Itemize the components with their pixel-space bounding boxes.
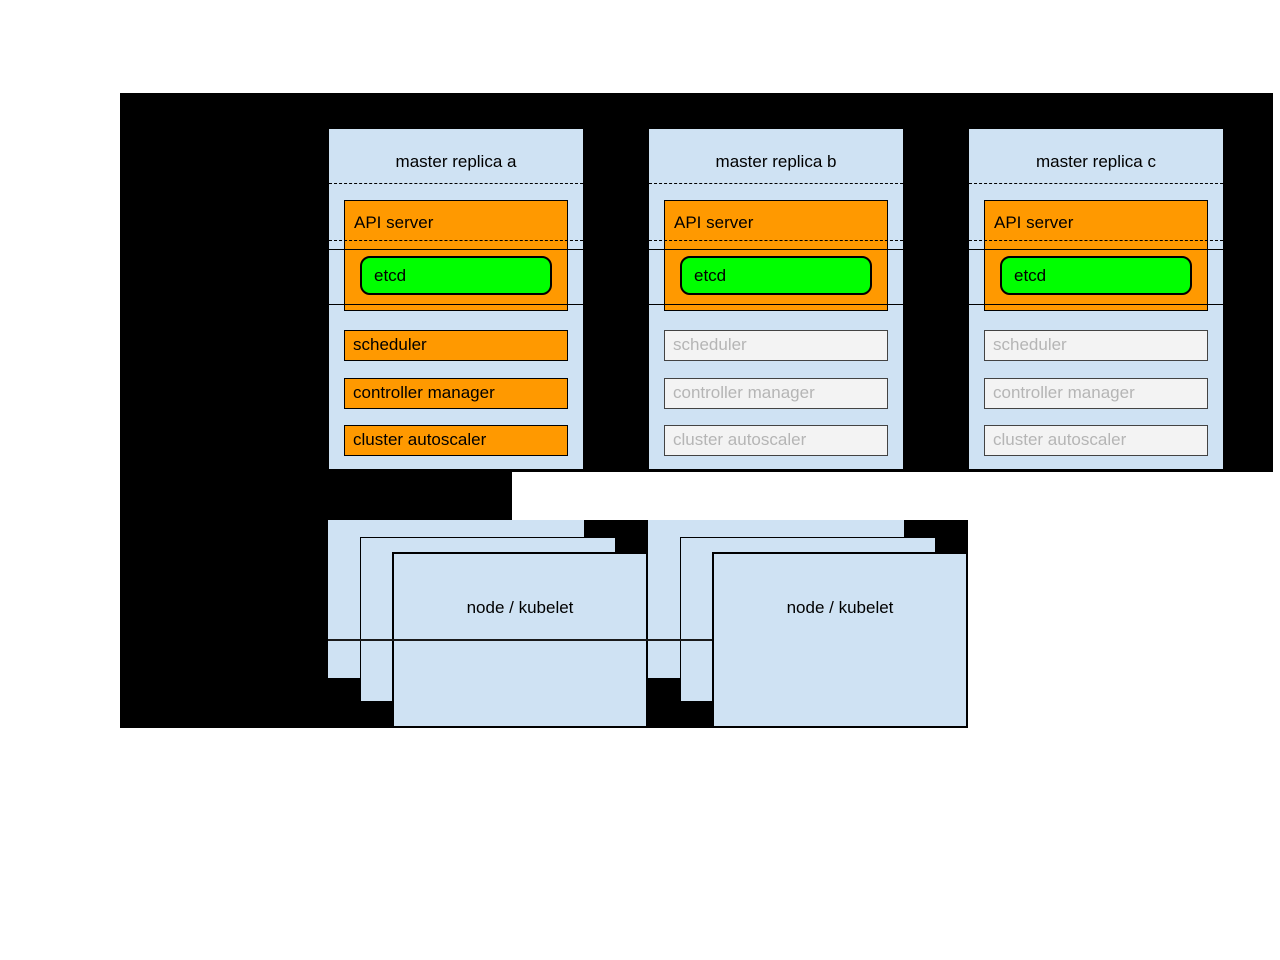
master-replica-title: master replica c: [1036, 152, 1156, 171]
cluster-autoscaler-box: cluster autoscaler: [664, 425, 888, 456]
divider-solid-line: [649, 304, 903, 305]
master-replica-title: master replica a: [395, 152, 517, 171]
etcd-box: etcd: [360, 256, 552, 295]
master-replica-c-panel: master replica c API server etcd schedul…: [968, 128, 1224, 470]
divider-dashed-line: [649, 240, 903, 241]
etcd-label: etcd: [1014, 266, 1047, 285]
cluster-autoscaler-box: cluster autoscaler: [344, 425, 568, 456]
api-server-box: API server etcd: [984, 200, 1208, 311]
divider-solid-line: [329, 249, 583, 250]
divider-solid-line: [329, 304, 583, 305]
scheduler-box: scheduler: [984, 330, 1208, 361]
api-server-label: API server: [354, 213, 434, 232]
divider-dashed-line: [329, 240, 583, 241]
divider-solid-line: [649, 249, 903, 250]
divider-dashed-line: [329, 183, 583, 184]
node-kubelet-label: node / kubelet: [786, 598, 894, 617]
api-server-label: API server: [994, 213, 1074, 232]
controller-manager-box: controller manager: [664, 378, 888, 409]
etcd-label: etcd: [694, 266, 727, 285]
divider-solid-line: [969, 249, 1223, 250]
divider-dashed-line: [969, 183, 1223, 184]
etcd-box: etcd: [680, 256, 872, 295]
node-kubelet-label: node / kubelet: [466, 598, 574, 617]
node-layer-front: node / kubelet: [712, 552, 968, 728]
node-divider-line: [328, 639, 712, 641]
divider-solid-line: [969, 304, 1223, 305]
etcd-label: etcd: [374, 266, 407, 285]
api-server-box: API server etcd: [344, 200, 568, 311]
cluster-autoscaler-box: cluster autoscaler: [984, 425, 1208, 456]
api-server-label: API server: [674, 213, 754, 232]
controller-manager-box: controller manager: [984, 378, 1208, 409]
controller-manager-box: controller manager: [344, 378, 568, 409]
scheduler-box: scheduler: [664, 330, 888, 361]
master-replica-a-panel: master replica a API server etcd schedul…: [328, 128, 584, 470]
api-server-box: API server etcd: [664, 200, 888, 311]
divider-dashed-line: [649, 183, 903, 184]
etcd-box: etcd: [1000, 256, 1192, 295]
scheduler-box: scheduler: [344, 330, 568, 361]
master-replica-b-panel: master replica b API server etcd schedul…: [648, 128, 904, 470]
master-replica-title: master replica b: [715, 152, 837, 171]
divider-dashed-line: [969, 240, 1223, 241]
